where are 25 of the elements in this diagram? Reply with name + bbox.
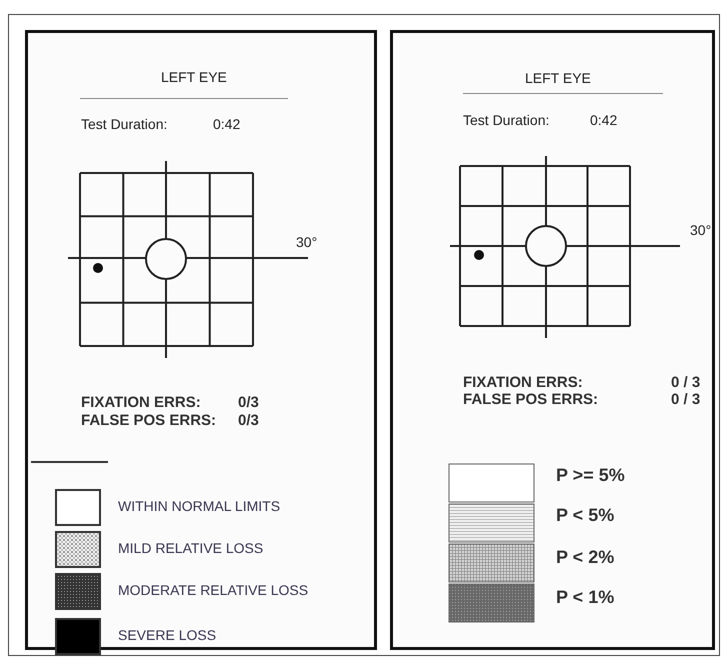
eye-heading: LEFT EYE: [161, 70, 227, 84]
error-value: 0 / 3: [671, 392, 700, 407]
legend-label: P < 2%: [556, 548, 614, 566]
legend-label: P >= 5%: [556, 466, 625, 484]
legend-label: WITHIN NORMAL LIMITS: [118, 499, 280, 513]
duration-label: Test Duration:: [463, 113, 550, 127]
error-value: 0/3: [238, 413, 259, 428]
duration-label: Test Duration:: [81, 117, 168, 131]
error-label: FIXATION ERRS:: [81, 395, 201, 410]
error-label: FIXATION ERRS:: [463, 375, 583, 390]
duration-value: 0:42: [590, 113, 618, 127]
legend-label: MILD RELATIVE LOSS: [118, 541, 264, 555]
degree-label: 30°: [296, 235, 318, 249]
eye-heading: LEFT EYE: [525, 71, 591, 85]
report-panel: [390, 30, 715, 650]
degree-label: 30°: [690, 223, 712, 237]
legend-label: MODERATE RELATIVE LOSS: [118, 583, 308, 597]
legend-label: P < 1%: [556, 588, 614, 606]
legend-label: SEVERE LOSS: [118, 628, 216, 642]
legend-label: P < 5%: [556, 506, 614, 524]
error-label: FALSE POS ERRS:: [81, 413, 216, 428]
error-value: 0/3: [238, 395, 259, 410]
error-label: FALSE POS ERRS:: [463, 392, 598, 407]
error-value: 0 / 3: [671, 375, 700, 390]
duration-value: 0:42: [213, 117, 240, 131]
